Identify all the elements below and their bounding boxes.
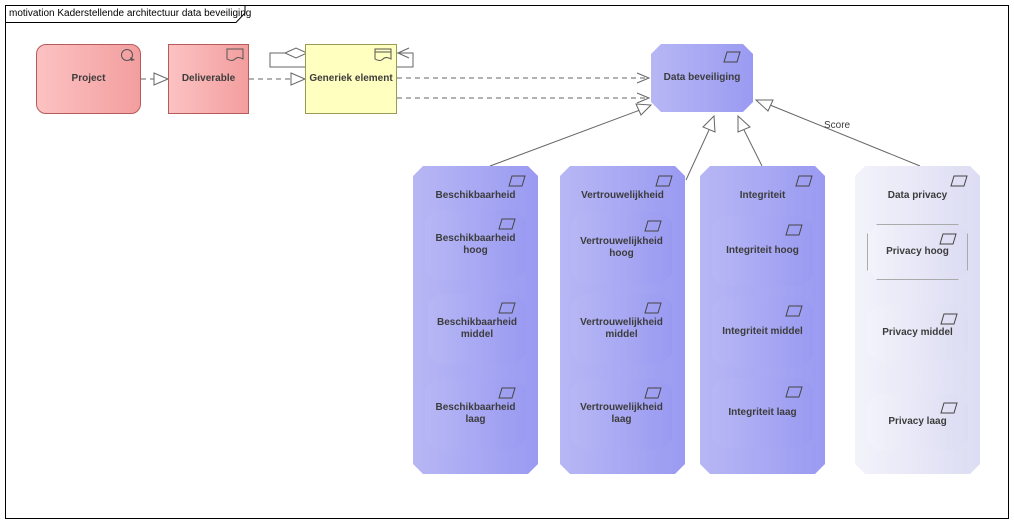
arrowhead-beschikbaarheid xyxy=(635,103,653,116)
group-title: Vertrouwelijkheid xyxy=(581,190,664,201)
req-label: Integriteit laag xyxy=(728,406,797,418)
req-label: Beschikbaarheid laag xyxy=(435,401,516,425)
group-title: Beschikbaarheid xyxy=(435,190,516,201)
goal-icon xyxy=(121,49,135,61)
req-vertrouwelijkheid-middel[interactable]: Vertrouwelijkheid middel xyxy=(571,294,672,364)
requirement-icon xyxy=(498,302,516,314)
edge-label-score: Score xyxy=(824,120,851,131)
aggregation-diamond xyxy=(283,47,309,59)
requirement-icon xyxy=(655,175,673,187)
arrowhead-vertrouwelijkheid xyxy=(702,114,716,133)
diagram-frame xyxy=(5,5,1009,519)
req-label: Beschikbaarheid hoog xyxy=(435,232,516,256)
edge-beschikbaarheid xyxy=(489,109,641,167)
req-beschikbaarheid-hoog[interactable]: Beschikbaarheid hoog xyxy=(425,210,526,280)
edge-privacy xyxy=(769,104,921,167)
arrowhead-security-2 xyxy=(636,92,651,104)
requirement-icon xyxy=(940,402,958,414)
requirement-icon xyxy=(644,387,662,399)
req-label: Beschikbaarheid middel xyxy=(436,316,518,340)
req-beschikbaarheid-laag[interactable]: Beschikbaarheid laag xyxy=(425,379,526,449)
requirement-icon xyxy=(644,220,662,232)
requirement-icon xyxy=(785,224,803,236)
req-privacy-hoog[interactable]: Privacy hoog xyxy=(867,224,968,280)
group-title: Integriteit xyxy=(739,190,786,201)
deliverable-label: Deliverable xyxy=(181,72,236,84)
req-label: Privacy hoog xyxy=(886,245,949,257)
req-integriteit-laag[interactable]: Integriteit laag xyxy=(712,378,813,448)
req-privacy-middel[interactable]: Privacy middel xyxy=(867,305,968,361)
req-vertrouwelijkheid-laag[interactable]: Vertrouwelijkheid laag xyxy=(571,379,672,449)
requirement-icon xyxy=(940,313,958,325)
req-privacy-laag[interactable]: Privacy laag xyxy=(867,394,968,450)
req-label: Vertrouwelijkheid laag xyxy=(580,401,663,425)
req-label: Privacy middel xyxy=(882,326,953,338)
requirement-icon xyxy=(644,302,662,314)
data-security-label: Data beveiliging xyxy=(663,71,741,83)
project-node[interactable]: Project xyxy=(36,44,141,114)
deliverable-node[interactable]: Deliverable xyxy=(168,44,249,114)
requirement-icon xyxy=(950,175,968,187)
requirement-icon xyxy=(785,305,803,317)
group-title: Data privacy xyxy=(887,190,948,201)
representation-icon xyxy=(374,48,392,61)
edge-vertrouwelijkheid xyxy=(685,129,710,181)
arrowhead-self-loop xyxy=(396,47,410,59)
req-label: Privacy laag xyxy=(888,415,947,427)
req-integriteit-middel[interactable]: Integriteit middel xyxy=(712,297,813,367)
edge-aggregation xyxy=(269,52,305,68)
req-label: Vertrouwelijkheid middel xyxy=(580,316,663,340)
req-label: Integriteit hoog xyxy=(726,244,799,256)
arrowhead-security-1 xyxy=(636,72,651,84)
generic-element-node[interactable]: Generiek element xyxy=(305,44,397,114)
req-label: Integriteit middel xyxy=(722,325,803,337)
req-beschikbaarheid-middel[interactable]: Beschikbaarheid middel xyxy=(428,294,526,364)
requirement-icon xyxy=(723,51,741,63)
arrowhead-deliverable xyxy=(153,72,170,86)
requirement-icon xyxy=(508,175,526,187)
req-vertrouwelijkheid-hoog[interactable]: Vertrouwelijkheid hoog xyxy=(571,212,672,284)
arrowhead-generic xyxy=(290,72,307,86)
req-integriteit-hoog[interactable]: Integriteit hoog xyxy=(712,216,813,286)
edge-self-loop xyxy=(397,52,414,68)
requirement-icon xyxy=(498,387,516,399)
arrowhead-privacy xyxy=(754,99,774,112)
arrowhead-integriteit xyxy=(737,114,751,133)
frame-tab xyxy=(5,5,246,23)
deliverable-icon xyxy=(226,48,244,61)
edge-integriteit xyxy=(743,129,763,167)
frame-title: motivation Kaderstellende architectuur d… xyxy=(9,8,252,19)
requirement-icon xyxy=(498,218,516,230)
project-label: Project xyxy=(71,72,106,84)
generic-element-label: Generiek element xyxy=(309,72,393,84)
data-security-node[interactable]: Data beveiliging xyxy=(651,44,753,112)
requirement-icon xyxy=(795,175,813,187)
requirement-icon xyxy=(785,386,803,398)
requirement-icon xyxy=(939,233,957,245)
req-label: Vertrouwelijkheid hoog xyxy=(580,235,663,259)
